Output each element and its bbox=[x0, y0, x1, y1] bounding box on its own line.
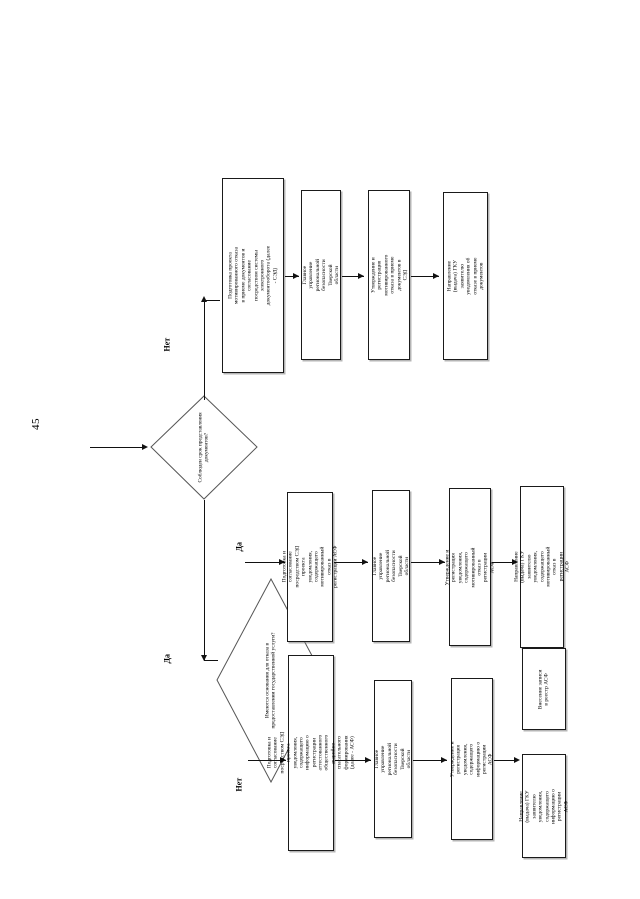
lane1-box-4-text: Направление (выдача) ГКУ заявителю уведо… bbox=[446, 257, 485, 295]
diamond-shape-icon-2 bbox=[216, 578, 326, 783]
arrowhead-d2-no bbox=[280, 757, 286, 763]
branch-label-yes-1: Да bbox=[162, 653, 172, 664]
lane3-box-4-text: Направление (выдача) ГКУ заявителю уведо… bbox=[518, 788, 570, 824]
decision-deadline-label: Соблюден срок представления документов? bbox=[197, 412, 210, 483]
connector-d2-no bbox=[248, 760, 286, 761]
connector-d2-yes bbox=[245, 562, 285, 563]
branch-label-yes-2: Да bbox=[234, 541, 244, 552]
lane1-box-1: Подготовка проекта мотивированного отказ… bbox=[222, 178, 284, 373]
lane1-box-2-text: Главное управление региональной безопасн… bbox=[301, 258, 340, 292]
lane1-box-2: Главное управление региональной безопасн… bbox=[301, 190, 341, 360]
branch-label-no-2: Нет bbox=[234, 777, 244, 792]
connector-l2-3-4 bbox=[492, 562, 516, 563]
arrowhead-l1-1-2 bbox=[293, 273, 299, 279]
lane3-box-2: Главное управление региональной безопасн… bbox=[374, 680, 412, 838]
decision-refusal-label: Имеются основания для отказа в предостав… bbox=[264, 632, 277, 729]
arrowhead-l2-2-3 bbox=[439, 559, 445, 565]
connector-d1-yes-h bbox=[204, 660, 218, 661]
connector-l3-1-2 bbox=[335, 760, 371, 761]
arrowhead-l1-2-3 bbox=[358, 273, 364, 279]
lane2-box-2-text: Главное управление региональной безопасн… bbox=[371, 549, 410, 583]
lane2-box-3-text: Утверждение и регистрация уведомления, с… bbox=[444, 547, 496, 587]
lane2-box-2: Главное управление региональной безопасн… bbox=[372, 490, 410, 642]
arrowhead-l3-3-4 bbox=[514, 757, 520, 763]
connector-l2-1-2 bbox=[334, 562, 368, 563]
connector-l2-2-3 bbox=[411, 562, 445, 563]
lane1-box-1-text: Подготовка проекта мотивированного отказ… bbox=[227, 245, 279, 306]
diamond-shape-icon bbox=[150, 395, 258, 500]
arrowhead-d1-yes bbox=[201, 655, 207, 661]
lane2-box-1: Подготовка и согласование посредством СЭ… bbox=[281, 492, 338, 642]
page-number: 45 bbox=[30, 418, 42, 430]
lane2-box-4: Направление (выдача) ГКУ заявителю уведо… bbox=[513, 486, 570, 648]
lane1-box-3-text: Утверждение и регистрация мотивированног… bbox=[369, 254, 408, 296]
decision-deadline[interactable]: Соблюден срок представления документов? bbox=[150, 395, 258, 500]
connector-d1-no bbox=[204, 300, 205, 400]
arrowhead-l2-1-2 bbox=[362, 559, 368, 565]
lane3-box-2-text: Главное управление региональной безопасн… bbox=[373, 742, 412, 776]
arrowhead-l1-3-4 bbox=[433, 273, 439, 279]
connector-l1-3-4 bbox=[411, 276, 439, 277]
connector-d1-yes bbox=[204, 500, 205, 660]
connector-l1-1-2 bbox=[285, 276, 299, 277]
arrowhead-l3-1-2 bbox=[365, 757, 371, 763]
lane1-box-3: Утверждение и регистрация мотивированног… bbox=[368, 190, 410, 360]
arrowhead-d2-yes bbox=[279, 559, 285, 565]
arrowhead-entry bbox=[142, 444, 148, 450]
lane1-box-4: Направление (выдача) ГКУ заявителю уведо… bbox=[443, 192, 488, 360]
branch-label-no-1: Нет bbox=[162, 337, 172, 352]
arrowhead-d1-no bbox=[201, 296, 207, 302]
decision-deadline-label-wrap: Соблюден срок представления документов? bbox=[150, 395, 258, 500]
lane3-box-3: Утверждение и регистрация уведомления, с… bbox=[449, 678, 494, 840]
lane3-box-1-text: Подготовка и согласование посредством СЭ… bbox=[266, 732, 356, 774]
connector-l3-2-3 bbox=[413, 760, 447, 761]
connector-l1-2-3 bbox=[342, 276, 364, 277]
decision-refusal-grounds[interactable]: Имеются основания для отказа в предостав… bbox=[216, 578, 326, 783]
lane3-box-3-text: Утверждение и регистрация уведомления, с… bbox=[449, 741, 494, 777]
arrowhead-l3-2-3 bbox=[441, 757, 447, 763]
connector-d1-no-h bbox=[204, 300, 220, 301]
lane3-box-1: Подготовка и согласование посредством СЭ… bbox=[266, 655, 355, 851]
lane3-box-5-text: Внесение записи в реестр АСФ bbox=[537, 669, 550, 709]
lane2-box-1-text: Подготовка и согласование посредством СЭ… bbox=[281, 545, 339, 589]
connector-l3-3-4 bbox=[494, 760, 518, 761]
lane2-box-3: Утверждение и регистрация уведомления, с… bbox=[445, 488, 495, 646]
arrowhead-l2-3-4 bbox=[512, 559, 518, 565]
lane3-box-4: Направление (выдача) ГКУ заявителю уведо… bbox=[519, 754, 569, 858]
lane2-box-4-text: Направление (выдача) ГКУ заявителю уведо… bbox=[513, 547, 571, 587]
lane3-box-5: Внесение записи в реестр АСФ bbox=[522, 648, 566, 730]
connector-entry bbox=[90, 447, 142, 448]
